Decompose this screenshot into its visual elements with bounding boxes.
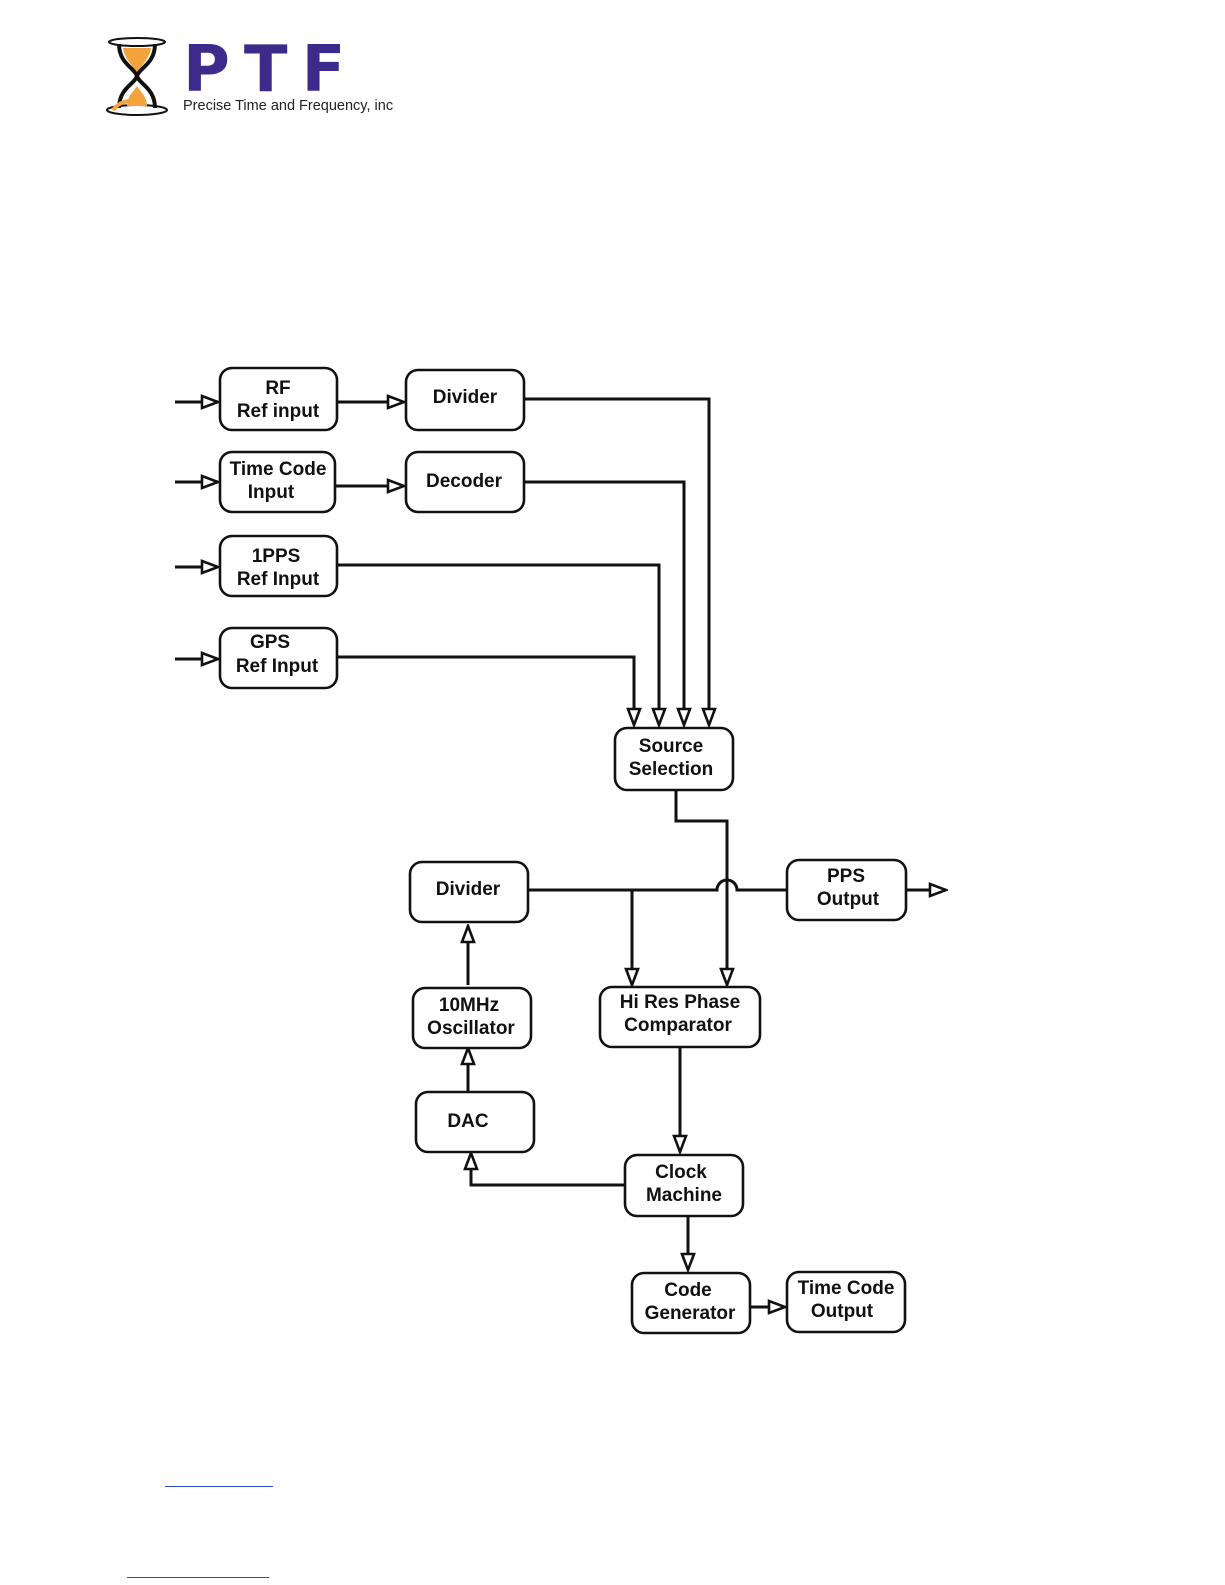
block-label: Code <box>664 1280 712 1301</box>
block-label: Machine <box>646 1185 722 1206</box>
svg-text:Divider: Divider <box>436 879 501 900</box>
wire-divider-to-source <box>524 399 709 725</box>
time-code-input-block: Time Code Input <box>220 452 335 512</box>
pps1-ref-input-block: 1PPS Ref Input <box>220 536 337 596</box>
block-label: Hi Res Phase <box>620 992 740 1013</box>
wire-gps-to-source <box>337 657 634 725</box>
svg-text:Output: Output <box>817 889 880 910</box>
svg-text:Input: Input <box>248 482 295 503</box>
wire-clock-to-dac <box>471 1153 625 1185</box>
svg-text:DAC: DAC <box>447 1111 488 1132</box>
block-label: Clock <box>655 1162 707 1183</box>
svg-text:Divider: Divider <box>433 387 498 408</box>
block-label: Divider <box>433 387 498 408</box>
block-label: Comparator <box>624 1015 732 1036</box>
svg-text:Ref Input: Ref Input <box>236 656 319 677</box>
block-label: Generator <box>645 1303 736 1324</box>
time-code-output-block: Time Code Output <box>787 1272 905 1332</box>
footer-link-underline[interactable] <box>127 1577 269 1578</box>
block-label: PPS <box>827 866 865 887</box>
svg-text:Hi Res Phase: Hi Res Phase <box>620 992 740 1013</box>
oscillator-block: 10MHz Oscillator <box>413 988 531 1048</box>
svg-text:Ref Input: Ref Input <box>237 569 320 590</box>
block-label: Ref Input <box>237 569 320 590</box>
pps-output-block: PPS Output <box>787 860 906 920</box>
block-label: Selection <box>629 759 713 780</box>
decoder-block: Decoder <box>406 452 524 512</box>
source-selection-block: Source Selection <box>615 728 733 790</box>
block-label: Time Code <box>798 1278 895 1299</box>
svg-text:Oscillator: Oscillator <box>427 1018 515 1039</box>
svg-text:10MHz: 10MHz <box>439 995 499 1016</box>
rf-ref-input-block: RF Ref input <box>220 368 337 430</box>
block-label: Divider <box>436 879 501 900</box>
svg-text:RF: RF <box>265 378 290 399</box>
block-label: GPS <box>250 632 290 653</box>
svg-text:Code: Code <box>664 1280 712 1301</box>
block-label: 10MHz <box>439 995 499 1016</box>
divider-lower-block: Divider <box>410 862 528 922</box>
svg-text:Source: Source <box>639 736 703 757</box>
wire-1pps-to-source <box>337 565 659 725</box>
svg-text:Time Code: Time Code <box>798 1278 895 1299</box>
svg-text:Generator: Generator <box>645 1303 736 1324</box>
svg-text:Ref input: Ref input <box>237 401 320 422</box>
divider-top-block: Divider <box>406 370 524 430</box>
svg-text:Selection: Selection <box>629 759 713 780</box>
code-generator-block: Code Generator <box>632 1273 750 1333</box>
block-label: Output <box>817 889 880 910</box>
svg-text:Comparator: Comparator <box>624 1015 732 1036</box>
block-label: Source <box>639 736 703 757</box>
wire-source-to-comparator <box>676 790 727 985</box>
block-label: DAC <box>447 1111 488 1132</box>
svg-text:1PPS: 1PPS <box>252 546 301 567</box>
svg-text:Time Code: Time Code <box>230 459 327 480</box>
block-label: Input <box>248 482 295 503</box>
svg-text:Decoder: Decoder <box>426 471 503 492</box>
block-label: RF <box>265 378 290 399</box>
svg-text:Output: Output <box>811 1301 874 1322</box>
svg-text:Machine: Machine <box>646 1185 722 1206</box>
block-label: Ref Input <box>236 656 319 677</box>
svg-text:PPS: PPS <box>827 866 865 887</box>
block-label: Time Code <box>230 459 327 480</box>
svg-text:GPS: GPS <box>250 632 290 653</box>
gps-ref-input-block: GPS Ref Input <box>220 628 337 688</box>
wire-divider-to-pps-output <box>528 880 787 890</box>
phase-comparator-block: Hi Res Phase Comparator <box>600 987 760 1047</box>
block-label: Oscillator <box>427 1018 515 1039</box>
clock-machine-block: Clock Machine <box>625 1155 743 1216</box>
footer-link-underline[interactable] <box>165 1486 273 1487</box>
block-label: Ref input <box>237 401 320 422</box>
block-label: Decoder <box>426 471 503 492</box>
block-label: Output <box>811 1301 874 1322</box>
dac-block: DAC <box>416 1092 534 1152</box>
svg-text:Clock: Clock <box>655 1162 707 1183</box>
block-label: 1PPS <box>252 546 301 567</box>
